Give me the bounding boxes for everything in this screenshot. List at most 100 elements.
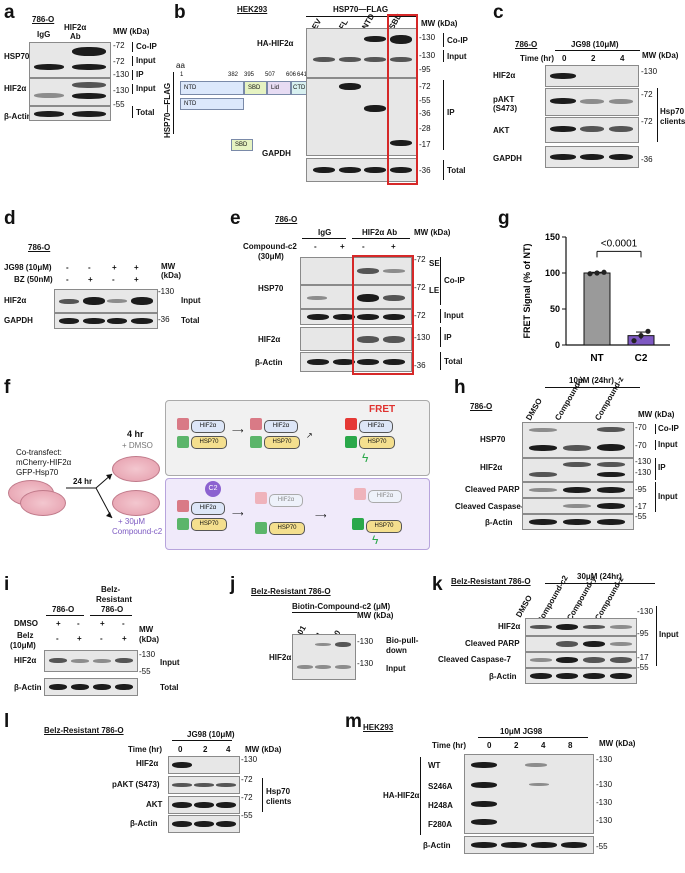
mw-marker: -72 (641, 117, 653, 126)
blot-band (580, 154, 604, 160)
mw-marker: -130 (158, 287, 175, 296)
blot-band (556, 657, 578, 663)
sign: - (66, 263, 69, 272)
blot-band (131, 297, 153, 305)
panel-i-cell2-2: Resistant (96, 595, 133, 604)
panel-m-bactin: β-Actin (423, 841, 451, 850)
panel-e-conc: (30μM) (258, 252, 284, 261)
blot-band (530, 673, 552, 679)
label-se: SE (429, 259, 440, 268)
blot-band (194, 821, 214, 827)
blot-band (357, 359, 379, 365)
mw-marker: -72 (641, 90, 653, 99)
gfp-fret-icon (345, 436, 357, 448)
panel-i-bactin: β-Actin (14, 683, 42, 692)
panel-i-cell2-1: Belz- (101, 585, 121, 594)
panel-h-blot-parp (522, 482, 634, 498)
curved-arrow-icon: ↗ (306, 431, 313, 440)
hsp70-clients-1: Hsp70 (660, 107, 685, 116)
mw-marker: -95 (637, 629, 649, 638)
culture-dish-icon (112, 490, 160, 516)
blot-band (609, 154, 633, 160)
label-input: Input (659, 630, 679, 639)
blot-band (583, 673, 605, 679)
label-coip: Co-IP (444, 276, 465, 285)
panel-k-treatment: 30μM (24hr) (577, 572, 622, 581)
panel-b-blot-ip (306, 78, 418, 156)
hif2a-pill: HIF2α (359, 420, 393, 433)
mw-marker: -130 (414, 333, 431, 342)
blot-band (610, 673, 632, 679)
blot-band (313, 57, 335, 62)
panel-l-treatment: JG98 (10μM) (187, 730, 235, 739)
sign: - (314, 242, 317, 251)
gfp-label: GFP-Hsp70 (16, 468, 59, 477)
hsp70-pill: HSP70 (191, 518, 227, 531)
panel-c-hif2a: HIF2α (493, 71, 516, 80)
mcherry-icon (177, 418, 189, 430)
panel-h-treatment: 10μM (24hr) (569, 376, 614, 385)
y-tick-label: 0 (555, 340, 560, 350)
blot-band (131, 318, 153, 324)
arrow-icon: ⟶ (232, 509, 244, 518)
lane-label: DMSO (514, 593, 534, 619)
pulldown-1: Bio-pull- (386, 636, 419, 645)
aa-position: 382 (228, 72, 239, 78)
panel-a-blot-bactin (29, 106, 111, 121)
blot-band (297, 665, 313, 669)
blot-band (597, 519, 625, 525)
blot-band (315, 643, 331, 646)
blot-band (172, 783, 192, 787)
time-value: 4 (226, 745, 231, 754)
panel-e-highlight-box (352, 255, 414, 375)
mw-line-2: (kDa) (139, 635, 160, 644)
panel-d-cell-line: 786-O (28, 243, 51, 252)
mw-marker: -130 (635, 468, 652, 477)
blot-band (583, 625, 605, 629)
mw-marker: -55 (635, 512, 647, 521)
sign: + (134, 275, 139, 284)
blot-band (583, 657, 605, 663)
sign: + (122, 634, 127, 643)
panel-h-hif2a: HIF2α (480, 463, 503, 472)
mw-marker: -95 (419, 65, 431, 74)
blot-band (609, 126, 633, 132)
mutant-label: WT (428, 761, 441, 770)
mutant-label: F280A (428, 820, 453, 829)
panel-b-header: HSP70—FLAG (333, 5, 389, 14)
blot-band (357, 294, 379, 302)
blot-band (550, 126, 576, 132)
mw-marker: -55 (419, 96, 431, 105)
blot-band (339, 57, 361, 62)
blot-band (364, 105, 386, 112)
dmso-label: + DMSO (122, 441, 153, 450)
blot-band (530, 658, 552, 662)
cotransfect-label: Co-transfect: (16, 448, 62, 457)
panel-b-cell-line: HEK293 (237, 5, 268, 14)
panel-b-blot-gapdh (306, 158, 418, 182)
mw-marker: -36 (419, 109, 431, 118)
label-le: LE (429, 286, 440, 295)
panel-a-blot-hsp70 (29, 42, 111, 78)
hif2a-pill-faded: HIF2α (269, 494, 303, 507)
blot-band (357, 314, 379, 320)
panel-e-blot-input (300, 309, 412, 325)
label-coip: Co-IP (658, 424, 679, 433)
mw-marker: -130 (357, 637, 374, 646)
blot-band (333, 359, 355, 365)
mw-marker: -130 (596, 798, 613, 807)
blot-band (501, 842, 527, 848)
mw-line-1: MW (139, 625, 154, 634)
y-tick-label: 150 (545, 232, 560, 242)
mw-marker: -70 (635, 423, 647, 432)
gfp-icon (177, 518, 189, 530)
panel-letter-e: e (230, 208, 241, 229)
mw-marker: -17 (635, 502, 647, 511)
sign: - (56, 634, 59, 643)
sign: + (100, 619, 105, 628)
hsp70-pill: HSP70 (366, 520, 402, 533)
domain-ntd: NTD (180, 81, 244, 95)
mw-marker: -72 (113, 41, 125, 50)
mw-line-1: MW (161, 262, 176, 271)
